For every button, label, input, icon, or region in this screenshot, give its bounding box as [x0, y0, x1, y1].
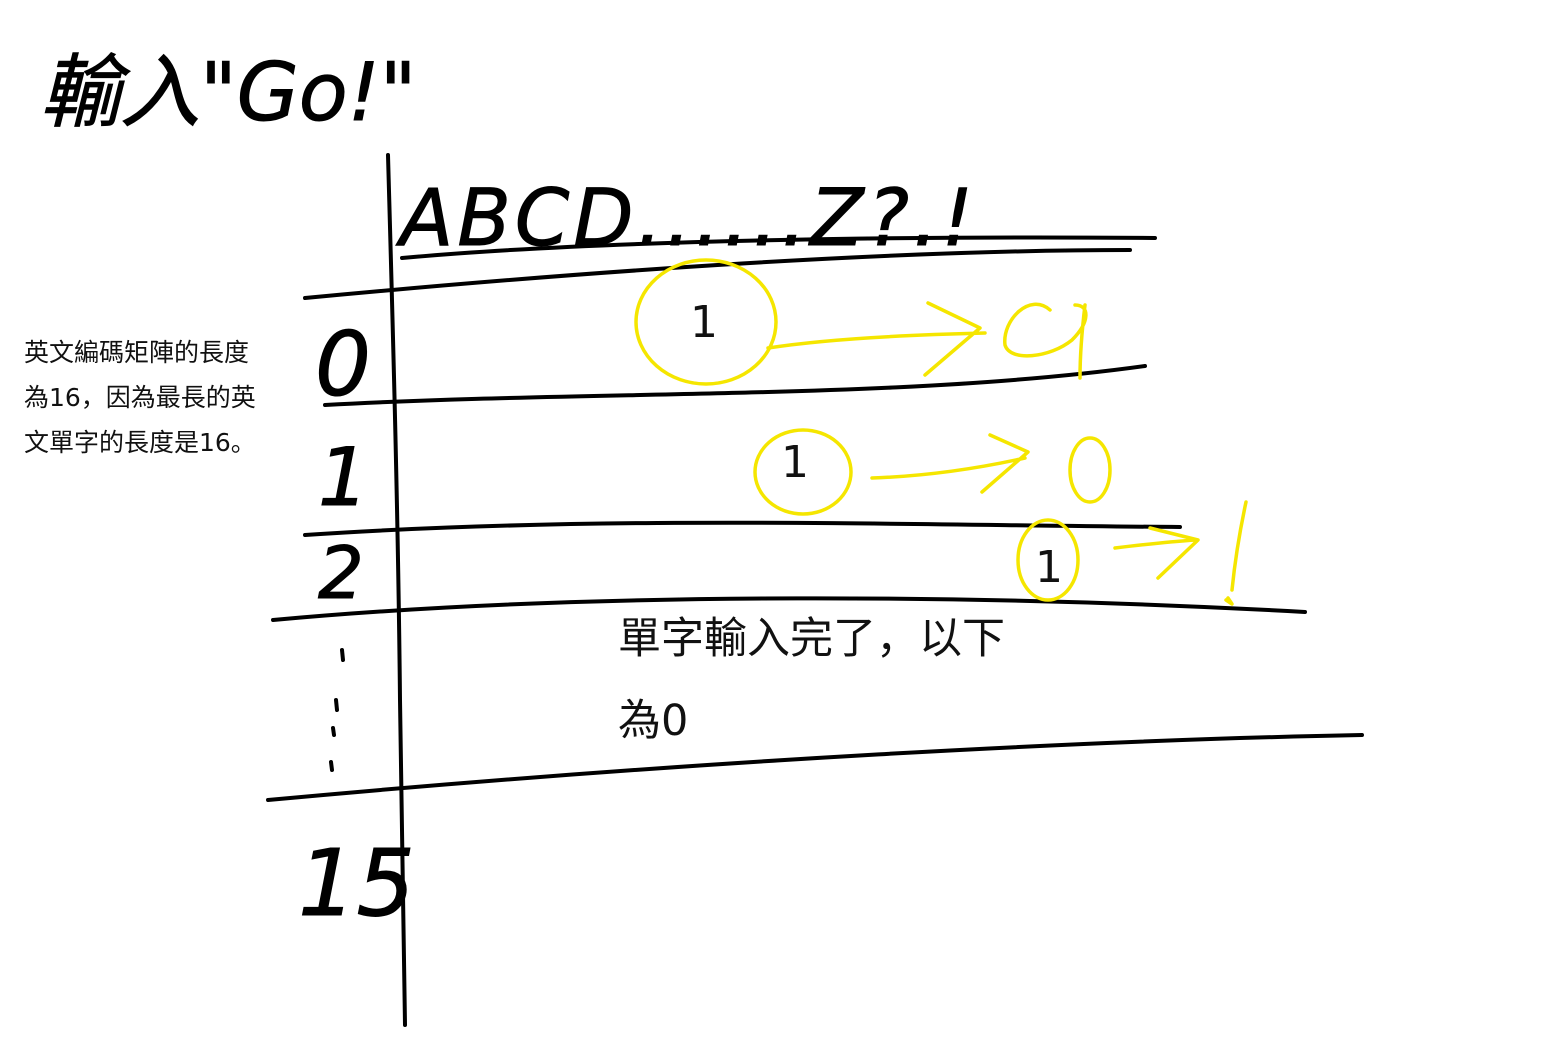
- completion-note-line-2: 為0: [618, 696, 688, 746]
- cell-value-row-0: 1: [690, 297, 718, 348]
- cell-value-row-1: 1: [781, 437, 809, 488]
- completion-note-line-1: 單字輸入完了，以下: [618, 614, 1005, 664]
- title-text: 輸入"Go!": [40, 46, 417, 139]
- row-2-arrow: [1113, 526, 1200, 580]
- row-0-circle: [634, 258, 778, 386]
- row-2-char-exclaim: [1224, 500, 1248, 606]
- row-0-arrow: [766, 301, 987, 377]
- completion-note: 單字輸入完了，以下 為0: [618, 614, 1005, 746]
- header-alphabet: ABCD......Z?.!: [395, 174, 977, 264]
- row-index-0: 0: [315, 313, 371, 416]
- highlight-marks: [634, 258, 1248, 606]
- side-note-line-3: 文單字的長度是16。: [24, 428, 256, 457]
- side-note: 英文編碼矩陣的長度 為16，因為最長的英 文單字的長度是16。: [24, 330, 314, 465]
- row-0-bottom-line: [323, 364, 1147, 407]
- header-underline: [400, 235, 1157, 260]
- row-2-bottom-line: [271, 596, 1307, 622]
- row-2-circle: [1016, 518, 1080, 602]
- ellipsis-dots: [329, 648, 345, 772]
- row-1-char-o: [1068, 436, 1112, 504]
- grid-lines: [266, 153, 1364, 1027]
- cell-values: 1 1 1: [690, 297, 1063, 593]
- side-note-line-2: 為16，因為最長的英: [24, 383, 256, 412]
- row-indices: 0 1 2 15: [298, 313, 416, 938]
- row-index-1: 1: [318, 431, 369, 524]
- row-1-circle: [753, 428, 853, 516]
- row-last-top-line: [266, 733, 1364, 802]
- cell-value-row-2: 1: [1035, 542, 1063, 593]
- row-2-top-line: [303, 520, 1182, 537]
- row-index-15: 15: [298, 830, 415, 937]
- row-0-char-g: [1003, 302, 1088, 380]
- row-index-2: 2: [318, 531, 364, 615]
- side-note-line-1: 英文編碼矩陣的長度: [24, 338, 250, 367]
- row-1-arrow: [870, 433, 1030, 494]
- row-0-top-line: [303, 248, 1132, 300]
